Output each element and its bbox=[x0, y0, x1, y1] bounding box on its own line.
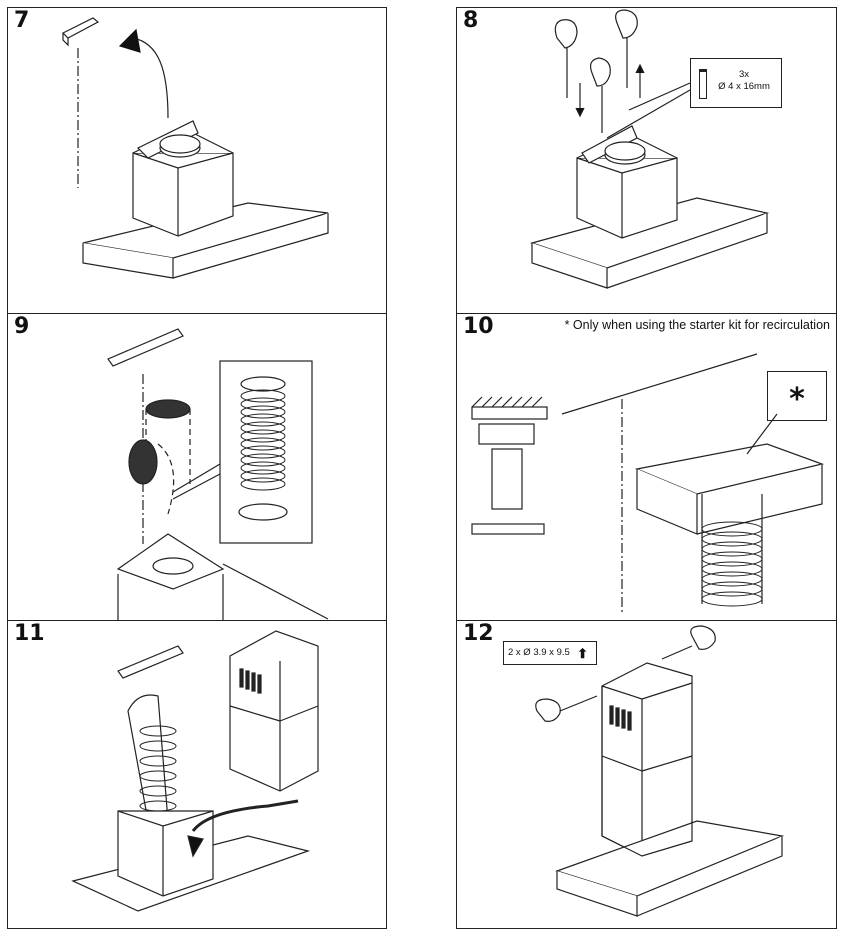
step-8-illustration bbox=[529, 9, 770, 289]
step-9-illustration bbox=[107, 328, 329, 622]
screw-callout: 3x Ø 4 x 16mm bbox=[690, 58, 782, 108]
step-8-panel: 8 3x Ø 4 x 16mm bbox=[456, 7, 837, 314]
step-number: 10 bbox=[463, 314, 494, 339]
step-11-panel: 11 bbox=[7, 620, 387, 929]
arrow-up-icon: ⬆ bbox=[577, 646, 588, 661]
step-11-illustration bbox=[71, 630, 319, 912]
step-7-panel: 7 bbox=[7, 7, 387, 314]
step-number: 11 bbox=[14, 621, 45, 646]
screw-callout: 2 x Ø 3.9 x 9.5 ⬆ bbox=[503, 641, 597, 665]
step-9-panel: 9 bbox=[7, 313, 387, 623]
step-number: 8 bbox=[463, 8, 479, 33]
step-number: 9 bbox=[14, 314, 30, 339]
step-12-panel: 12 2 x Ø 3.9 x 9.5 ⬆ bbox=[456, 620, 837, 929]
step-number: 7 bbox=[14, 8, 30, 33]
step-12-illustration bbox=[535, 625, 785, 917]
callout-size: Ø 4 x 16mm bbox=[718, 81, 770, 92]
recirculation-note: * Only when using the starter kit for re… bbox=[564, 318, 830, 332]
callout-count: 3x bbox=[738, 69, 750, 80]
step-7-illustration bbox=[61, 17, 329, 279]
step-10-panel: 10 * Only when using the starter kit for… bbox=[456, 313, 837, 623]
step-number: 12 bbox=[463, 621, 494, 646]
step-10-illustration bbox=[471, 353, 825, 614]
starter-kit-marker: * bbox=[767, 371, 827, 421]
callout-text: 2 x Ø 3.9 x 9.5 bbox=[508, 647, 570, 658]
screw-icon bbox=[699, 69, 707, 99]
